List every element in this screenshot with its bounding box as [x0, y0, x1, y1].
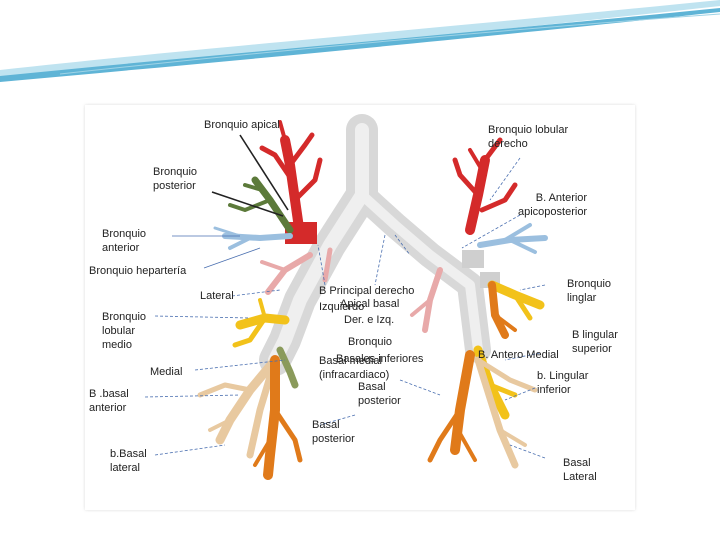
label-b-lingular-inferior: b. Lingular inferior: [537, 370, 589, 396]
label-bronquio-anterior: Bronquio anterior: [102, 228, 147, 254]
apical-bronchus-branches: [259, 120, 323, 240]
left-upper-lobe-branches: [452, 137, 518, 235]
label-b-basal-anterior: B .basal anterior: [89, 388, 129, 414]
label-bronquio-posterior: Bronquio posterior: [153, 166, 198, 192]
label-basal-posterior-mid: Basal posterior: [358, 381, 401, 407]
label-b-principal-derecho: B Principal derecho: [319, 285, 415, 297]
label-basales-inferiores: Basales inferiores: [336, 353, 424, 365]
label-b-antero-medial: B. Antero Medial: [478, 349, 559, 361]
anterior-bronchus-branches: [213, 226, 293, 250]
label-basal-medial: Basal medial: [319, 355, 382, 367]
label-basal-posterior-low: Basal posterior: [312, 419, 355, 445]
middle-lobe-branches: [232, 298, 290, 348]
header-swoosh: [0, 0, 720, 82]
lingula-branches: [487, 280, 545, 339]
label-b-basal-lateral: b.Basal lateral: [110, 448, 147, 474]
apical-segment-root: [285, 222, 317, 244]
label-medial: Medial: [150, 366, 183, 378]
label-bronquio-hepartarial: Bronquio hepartería: [89, 265, 187, 277]
label-b-lingular-superior: B lingular superior: [572, 329, 618, 355]
label-lateral: Lateral: [200, 290, 234, 302]
label-basal-lateral: Basal Lateral: [563, 457, 597, 483]
label-b-anterior-apicoposterior: B. Anterior apicoposterior: [518, 192, 588, 218]
label-bronquio-apical: Bronquio apical: [204, 119, 280, 131]
right-lower-lobe-branches: [197, 355, 303, 480]
label-bronquio-lobular-medio: Bronquio lobular medio: [102, 311, 147, 351]
label-bronquio-linglar: Bronquio linglar: [567, 278, 612, 304]
posterior-bronchus-branches: [228, 176, 294, 234]
label-bronquio-lobular-derecho: Bronquio lobular derecho: [488, 124, 569, 150]
label-bronquio-mid: Bronquio: [348, 336, 393, 348]
label-izquierdo: Izquierdo: [319, 301, 365, 313]
left-lower-lobe-branches: [427, 345, 538, 469]
label-infracardiaco: (infracardiaco): [319, 369, 390, 381]
label-apical-basal: Apical basal: [340, 298, 400, 310]
label-der-izq: Der. e Izq.: [344, 314, 395, 326]
